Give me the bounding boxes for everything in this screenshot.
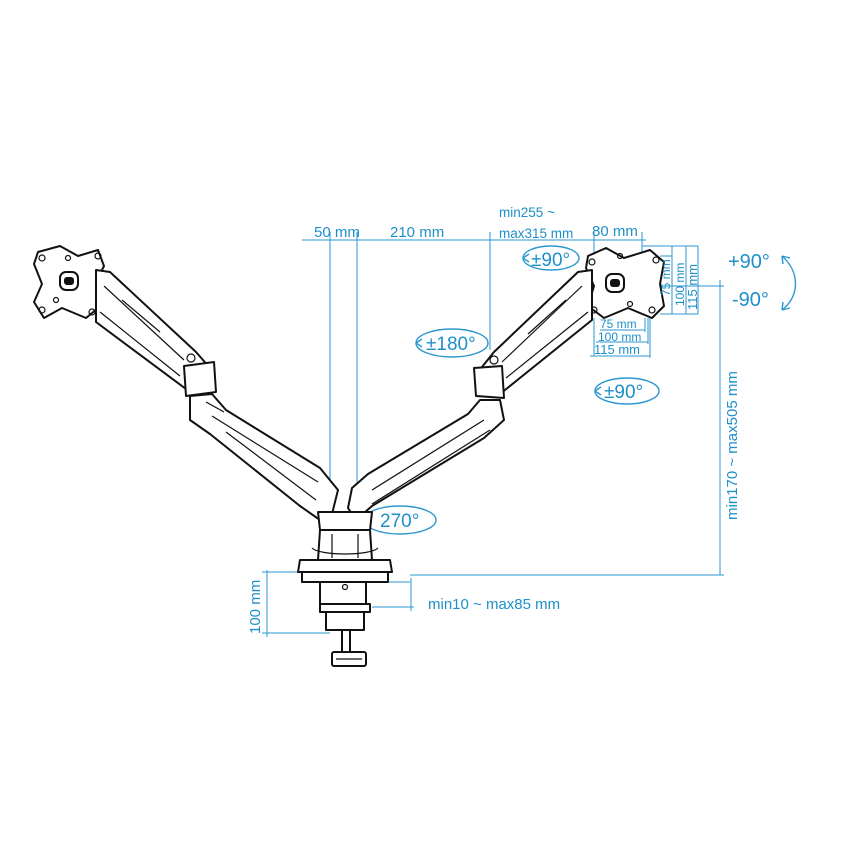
right-upper-arm xyxy=(473,269,593,399)
label-clamp-100: 100 mm xyxy=(247,580,264,634)
left-upper-arm xyxy=(95,269,217,397)
label-offset-50: 50 mm xyxy=(314,224,360,241)
label-height-range: min170 ~ max505 mm xyxy=(724,371,741,520)
label-vesa-v75: 75 mm xyxy=(659,259,673,296)
label-vesa-h75: 75 mm xyxy=(600,317,637,331)
label-base-rotation: 270° xyxy=(380,511,419,532)
label-desk-thickness: min10 ~ max85 mm xyxy=(428,596,560,613)
label-vesa-v115: 115 mm xyxy=(685,264,700,310)
label-tilt-up: +90° xyxy=(728,251,770,273)
label-vesa-h115: 115 mm xyxy=(594,342,640,357)
left-vesa-plate xyxy=(33,245,105,319)
right-vesa-plate xyxy=(585,247,665,319)
label-arm-210: 210 mm xyxy=(390,224,444,241)
label-tilt-head: ±90° xyxy=(604,382,643,403)
label-arm-ext-min: min255 ~ xyxy=(499,205,555,220)
left-lower-arm xyxy=(189,393,339,521)
label-vesa-h100: 100 mm xyxy=(598,330,641,344)
label-tilt-down: -90° xyxy=(732,289,769,311)
desk-clamp xyxy=(301,571,389,667)
dimension-labels: 50 mm 210 mm min255 ~ max315 mm 80 mm 75… xyxy=(247,205,741,634)
label-swivel-elbow: ±180° xyxy=(426,334,476,355)
label-vesa-v100: 100 mm xyxy=(673,263,687,306)
central-column xyxy=(297,511,393,573)
monitor-arm xyxy=(33,245,665,667)
rotation-markers xyxy=(363,245,797,535)
label-vesa-80: 80 mm xyxy=(592,223,638,240)
right-lower-arm xyxy=(347,399,505,521)
label-arm-ext-max: max315 mm xyxy=(499,226,573,241)
tilt-arrow xyxy=(781,255,797,311)
label-swivel-head: ±90° xyxy=(531,250,570,271)
rotation-labels: ±90° ±180° ±90° 270° +90° -90° xyxy=(380,250,770,532)
